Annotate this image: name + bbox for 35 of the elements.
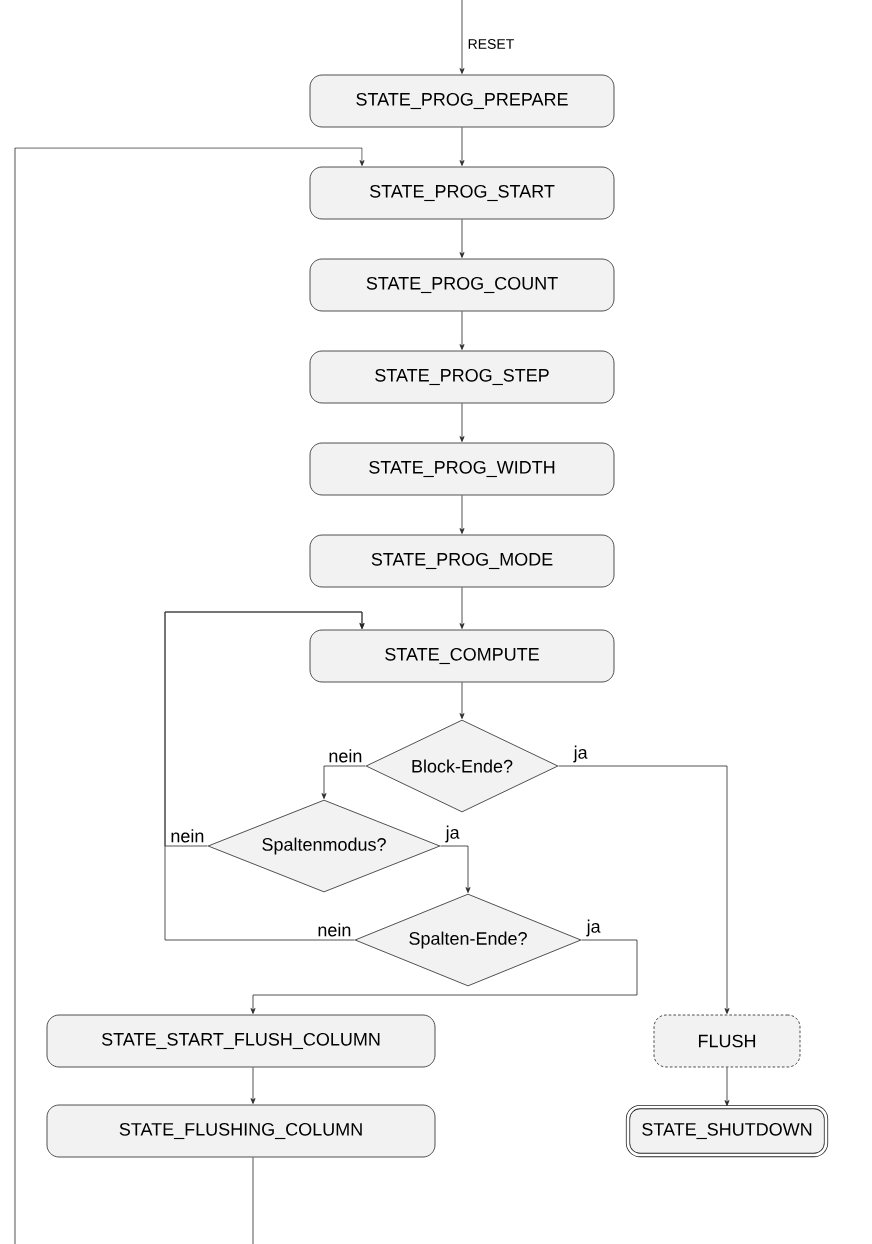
arrow [321,765,366,799]
arrow [459,127,465,166]
line [252,1157,254,1244]
edge-label: ja [444,824,461,844]
edge-label: ja [572,744,589,764]
edge-label: nein [169,827,206,844]
state-box: STATE_PROG_WIDTH [309,442,615,496]
state-box: STATE_PROG_START [309,166,615,220]
state-box: FLUSH [653,1014,801,1068]
edge-label: nein [316,921,353,938]
arrow [250,939,638,1014]
state-box: STATE_PROG_MODE [309,534,615,588]
arrow [14,147,365,1244]
arrow [459,0,465,74]
arrow [459,219,465,258]
arrow [164,611,365,941]
arrow [459,403,465,442]
state-box: STATE_START_FLUSH_COLUMN [46,1014,436,1068]
state-box: STATE_PROG_PREPARE [309,74,615,128]
arrow [459,682,465,719]
edge-label: ja [585,918,602,938]
arrow [459,587,465,629]
state-box: STATE_COMPUTE [309,629,615,683]
state-box: STATE_PROG_STEP [309,350,615,404]
arrow [440,845,471,893]
edge-label: RESET [466,37,516,51]
arrow [250,1067,256,1104]
final-state-box: STATE_SHUTDOWN [625,1104,829,1158]
state-box: STATE_FLUSHING_COLUMN [46,1104,436,1158]
arrow [459,311,465,350]
edge-label: nein [327,747,364,764]
arrow [459,495,465,534]
arrow [558,765,730,1014]
state-box: STATE_PROG_COUNT [309,258,615,312]
arrow [724,1067,730,1106]
